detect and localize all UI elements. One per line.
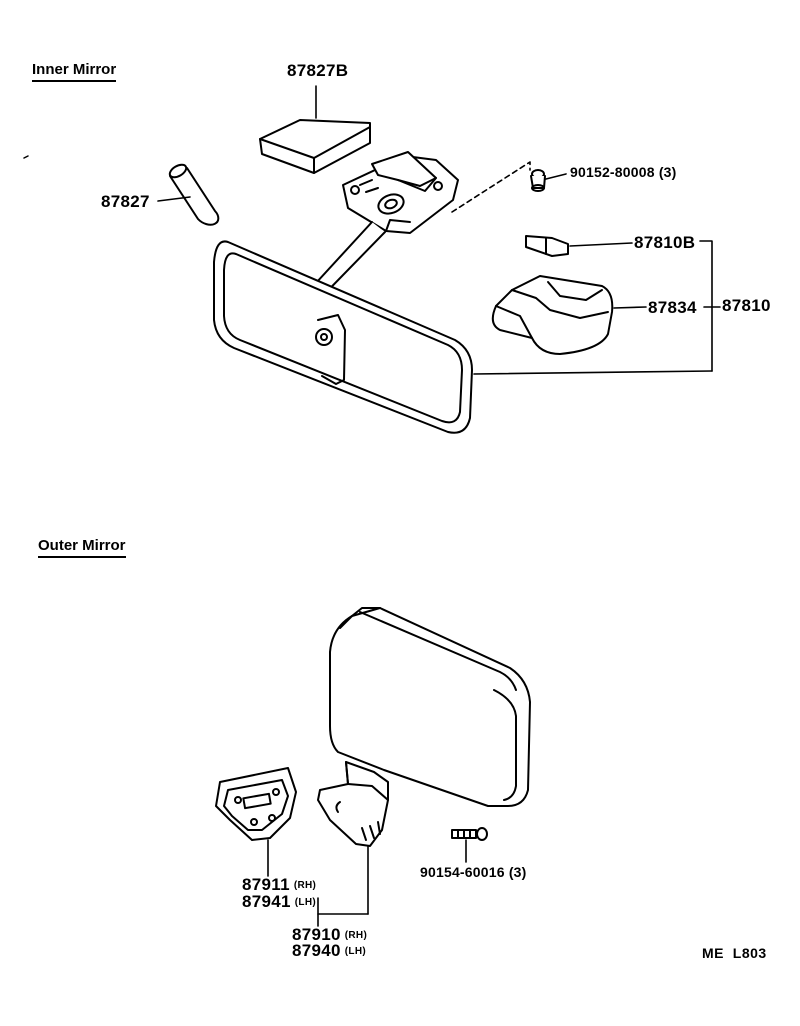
part-label-87827b: 87827B <box>287 61 349 80</box>
part-label-87911: 87911(RH) <box>242 876 316 893</box>
pin-87827-drawing <box>157 163 220 226</box>
part-label-87834: 87834 <box>648 298 697 317</box>
pad-87827b-drawing <box>259 85 371 174</box>
part-label-87810b: 87810B <box>634 233 696 252</box>
part-number-87910: 87910 <box>292 925 341 944</box>
side-lh-87941: (LH) <box>294 897 316 908</box>
part-label-87827: 87827 <box>101 192 150 211</box>
part-number-87940: 87940 <box>292 941 341 960</box>
mount-bracket-drawing <box>342 151 459 234</box>
assembly-87810-bracket <box>699 240 713 372</box>
part-label-87940: 87940(LH) <box>292 942 366 959</box>
part-number-87911: 87911 <box>242 875 290 894</box>
assembly-87910-bracket <box>317 897 369 915</box>
gasket-87911-drawing <box>215 767 297 877</box>
part-label-87910: 87910(RH) <box>292 926 367 943</box>
bulb-87810b-drawing <box>525 235 633 257</box>
screw-90152-drawing <box>530 169 567 192</box>
outer-mirror-head-drawing <box>329 607 531 807</box>
outer-mirror-section-title: Outer Mirror <box>38 538 126 558</box>
inner-mirror-section-title: Inner Mirror <box>32 62 117 82</box>
part-label-87941: 87941(LH) <box>242 893 316 910</box>
side-rh-87911: (RH) <box>293 880 317 891</box>
outer-mirror-base-drawing <box>317 761 389 915</box>
stray-mark <box>23 155 29 159</box>
lamp-cover-87834-drawing <box>491 275 647 355</box>
part-label-87810: 87810 <box>722 296 771 315</box>
screw-90154-drawing <box>451 827 488 863</box>
part-label-90154-60016: 90154-60016 (3) <box>420 864 527 880</box>
side-lh-87940: (LH) <box>344 946 366 957</box>
part-number-87941: 87941 <box>242 892 291 911</box>
screw-location-dashed-line <box>451 161 531 213</box>
side-rh-87910: (RH) <box>344 930 368 941</box>
inner-mirror-body-drawing <box>213 240 713 434</box>
diagram-code: ME L803 <box>702 945 767 961</box>
part-label-90152-80008: 90152-80008 (3) <box>570 164 677 180</box>
